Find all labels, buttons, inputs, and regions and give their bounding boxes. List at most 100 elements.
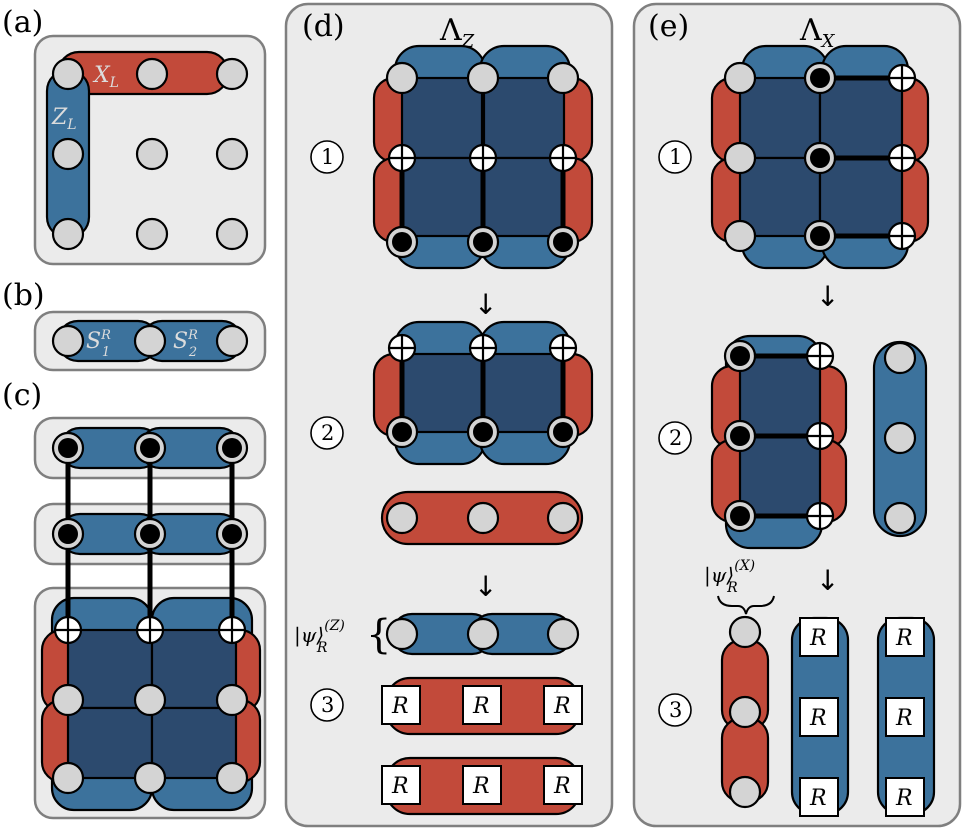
measure-box — [543, 685, 583, 725]
plaquette — [818, 76, 904, 160]
step-1-marker — [658, 140, 692, 174]
qubit — [51, 324, 85, 358]
measure-label: R — [391, 774, 409, 799]
panel-e-title: ΛX — [799, 13, 836, 52]
qubit — [51, 57, 85, 91]
cnot-control — [215, 517, 249, 551]
measure-box — [799, 777, 839, 817]
qubit — [883, 501, 917, 535]
cnot-control — [723, 339, 757, 373]
plaquette — [738, 354, 822, 438]
cnot-control — [385, 415, 419, 449]
cnot-target — [805, 421, 835, 451]
qubit — [215, 683, 249, 717]
cnot-control — [133, 431, 167, 465]
step-1-label: 1 — [669, 145, 682, 169]
qubit — [135, 217, 169, 251]
qubit — [215, 324, 249, 358]
plaquette — [482, 156, 566, 238]
measure-box — [462, 685, 502, 725]
measure-label: R — [553, 694, 571, 719]
measure-box — [885, 777, 925, 817]
cnot-control — [466, 225, 500, 259]
step-2-label: 2 — [321, 421, 334, 445]
qubit — [385, 617, 419, 651]
cnot-control — [51, 517, 85, 551]
z-logical-label: ZL — [51, 105, 77, 133]
measure-label: R — [472, 694, 490, 719]
panel-c-label: (c) — [2, 378, 42, 413]
measure-label: R — [809, 786, 827, 811]
cnot-target — [548, 143, 578, 173]
down-arrow-icon: ↓ — [816, 564, 839, 597]
down-arrow-icon: ↓ — [816, 280, 839, 313]
qubit — [215, 137, 249, 171]
cnot-control — [546, 415, 580, 449]
measurement-boxes: R R R R R R — [799, 617, 925, 817]
measure-label: R — [895, 706, 913, 731]
cnot-control — [803, 61, 837, 95]
measure-label: R — [553, 774, 571, 799]
plaquette — [818, 156, 904, 238]
measure-label: R — [895, 626, 913, 651]
panel-a: (a) XL ZL — [2, 5, 267, 266]
plaquette — [150, 628, 238, 710]
plaquette — [482, 76, 566, 160]
down-arrow-icon: ↓ — [474, 570, 497, 603]
measure-box — [462, 765, 502, 805]
qubit — [723, 61, 757, 95]
cnot-control — [803, 219, 837, 253]
qubit — [883, 421, 917, 455]
qubit — [728, 615, 762, 649]
qubit — [723, 219, 757, 253]
step-3-label: 3 — [321, 693, 334, 717]
measure-box — [799, 697, 839, 737]
cnot-target — [468, 143, 498, 173]
cnot-target — [217, 615, 247, 645]
qubit — [51, 137, 85, 171]
step-2-label: 2 — [669, 426, 682, 450]
qubit — [135, 57, 169, 91]
qubit — [728, 695, 762, 729]
measure-label: R — [391, 694, 409, 719]
cnot-control — [215, 431, 249, 465]
cnot-control — [546, 225, 580, 259]
panel-e-label: (e) — [648, 9, 689, 44]
cnot-target — [387, 333, 417, 363]
qubit — [133, 324, 167, 358]
cnot-control — [466, 415, 500, 449]
cnot-target — [805, 341, 835, 371]
measure-box — [381, 685, 421, 725]
qubit — [546, 61, 580, 95]
step-3-label: 3 — [669, 698, 682, 722]
down-arrow-icon: ↓ — [474, 288, 497, 321]
panel-e: (e) ΛX 1 ↓ 2 — [632, 2, 962, 828]
plaquette — [738, 434, 822, 518]
measure-label: R — [809, 706, 827, 731]
cnot-target — [887, 221, 917, 251]
panel-a-label: (a) — [2, 5, 43, 40]
plaquette — [400, 156, 484, 238]
cnot-target — [135, 615, 165, 645]
plaquette — [738, 156, 822, 238]
qubit — [133, 683, 167, 717]
qubit — [215, 761, 249, 795]
plaquette — [66, 706, 154, 780]
step-3-marker — [658, 693, 692, 727]
ket-label: |ψ⟩(Z)R — [294, 618, 345, 656]
qubit — [728, 775, 762, 809]
qubit — [385, 501, 419, 535]
panel-b-label: (b) — [2, 278, 45, 313]
measure-box — [885, 697, 925, 737]
measure-box — [543, 765, 583, 805]
cnot-control — [723, 499, 757, 533]
x-logical-label: XL — [92, 63, 119, 91]
step-1-label: 1 — [321, 145, 334, 169]
step-3-marker — [310, 688, 344, 722]
panel-d-label: (d) — [302, 9, 345, 44]
step-1-marker — [310, 140, 344, 174]
cnot-target — [887, 143, 917, 173]
qubit — [385, 61, 419, 95]
